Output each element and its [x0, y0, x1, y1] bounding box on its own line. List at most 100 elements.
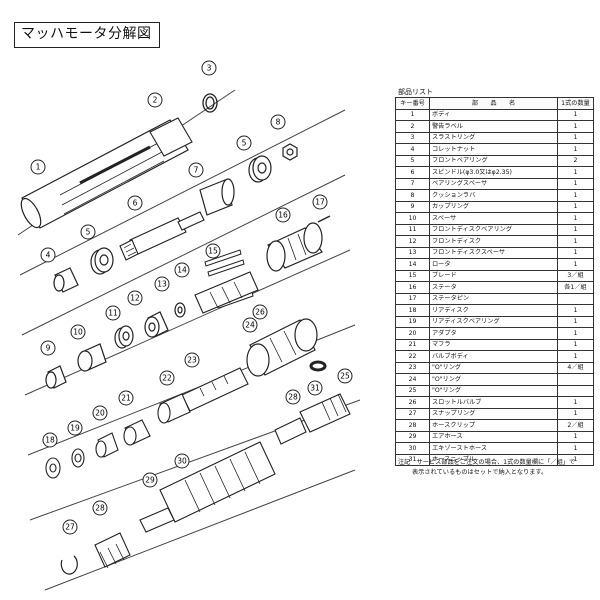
callout-30: 30 [174, 453, 190, 469]
callout-9: 9 [40, 340, 56, 356]
callout-24: 24 [242, 317, 258, 333]
table-row: 24"O"リング [395, 373, 594, 386]
cell-key-no: 1 [395, 108, 430, 121]
callout-label: 14 [177, 266, 187, 275]
cell-part-name: "O"リング [429, 361, 558, 374]
callout-label: 21 [121, 394, 131, 403]
callout-label: 6 [133, 199, 138, 208]
part-collet-nut [53, 267, 79, 293]
cell-key-no: 13 [395, 246, 430, 259]
part-snap-ring [60, 555, 78, 575]
part-stator [266, 222, 323, 272]
callout-19: 19 [67, 420, 83, 436]
cell-quantity: 1 [557, 131, 594, 144]
part-rotor [194, 271, 259, 314]
cell-part-name: マフラ [429, 338, 558, 351]
callout-label: 3 [207, 64, 212, 73]
callout-label: 17 [315, 198, 325, 207]
cell-quantity: 各1／組 [557, 281, 594, 294]
callout-7: 7 [188, 162, 204, 178]
cell-key-no: 24 [395, 373, 430, 386]
table-row: 25"O"リング [395, 384, 594, 397]
callout-26: 26 [252, 304, 268, 320]
cell-quantity: 1 [557, 453, 594, 466]
callout-14: 14 [174, 262, 190, 278]
callout-11: 11 [105, 305, 121, 321]
callout-5: 5 [236, 135, 252, 151]
part-body [20, 119, 189, 229]
cell-quantity: 1 [557, 246, 594, 259]
part-hose-clip-lower [94, 532, 131, 569]
callout-label: 26 [255, 308, 265, 317]
callout-10: 10 [70, 324, 86, 340]
cell-key-no: 2 [395, 120, 430, 133]
cell-quantity [557, 292, 594, 305]
cell-part-name: スナップリング [429, 407, 558, 420]
part-stator-pin [317, 215, 331, 223]
cell-part-name: スピンドル(φ3.0又はφ2.35) [429, 166, 558, 179]
callout-label: 28 [288, 393, 298, 402]
callout-28: 28 [285, 389, 301, 405]
callout-label: 28 [95, 504, 105, 513]
callout-label: 11 [108, 309, 118, 318]
cell-part-name: ボディ [429, 108, 558, 121]
header-key-no: キー番号 [395, 97, 430, 110]
parts-list-title: 部品リスト [398, 88, 433, 96]
cell-quantity: 1 [557, 108, 594, 121]
cell-key-no: 26 [395, 396, 430, 409]
callout-label: 5 [242, 139, 247, 148]
cell-key-no: 7 [395, 177, 430, 190]
callout-label: 5 [86, 228, 91, 237]
cell-part-name: ブレード [429, 269, 558, 282]
cell-part-name: クッションラバ [429, 189, 558, 202]
cell-part-name: バルブボディ [429, 350, 558, 363]
callout-28: 28 [92, 500, 108, 516]
cell-quantity: 1 [557, 235, 594, 248]
cell-part-name: ホースニップル [429, 453, 558, 466]
part-adapter [95, 432, 119, 458]
cell-part-name: リアディスク [429, 304, 558, 317]
note-line-1: 注記 サービス部品をご注文の場合、1式の数量欄に「／組」で [398, 459, 576, 466]
cell-key-no: 19 [395, 315, 430, 328]
header-part-name: 部 品 名 [429, 97, 558, 110]
cell-key-no: 3 [395, 131, 430, 144]
callout-20: 20 [92, 405, 108, 421]
part-thrust-ring [202, 93, 218, 113]
parts-table-header: キー番号 部 品 名 1式の数量 [395, 97, 594, 110]
cell-key-no: 20 [395, 327, 430, 340]
callout-31: 31 [307, 380, 323, 396]
part-hose-nipple [299, 393, 351, 433]
callout-label: 8 [276, 118, 281, 127]
callout-label: 10 [73, 328, 83, 337]
cell-part-name: ホースクリップ [429, 419, 558, 432]
callout-label: 4 [46, 251, 51, 260]
cell-part-name: フロントベアリング [429, 154, 558, 167]
callout-label: 20 [95, 409, 105, 418]
part-air-hose [139, 507, 175, 533]
cell-part-name: アダプタ [429, 327, 558, 340]
cell-key-no: 28 [395, 419, 430, 432]
service-note: 注記 サービス部品をご注文の場合、1式の数量欄に「／組」で 表示されているものは… [398, 458, 594, 478]
part-front-disc-bearing [114, 325, 134, 349]
cell-key-no: 6 [395, 166, 430, 179]
cell-key-no: 14 [395, 258, 430, 271]
cell-quantity: 1 [557, 177, 594, 190]
cell-key-no: 15 [395, 269, 430, 282]
cell-quantity: 3／組 [557, 269, 594, 282]
cell-quantity: 1 [557, 350, 594, 363]
cell-quantity [557, 384, 594, 397]
cell-quantity: 2／組 [557, 419, 594, 432]
callout-label: 29 [145, 476, 155, 485]
cell-quantity: 1 [557, 189, 594, 202]
